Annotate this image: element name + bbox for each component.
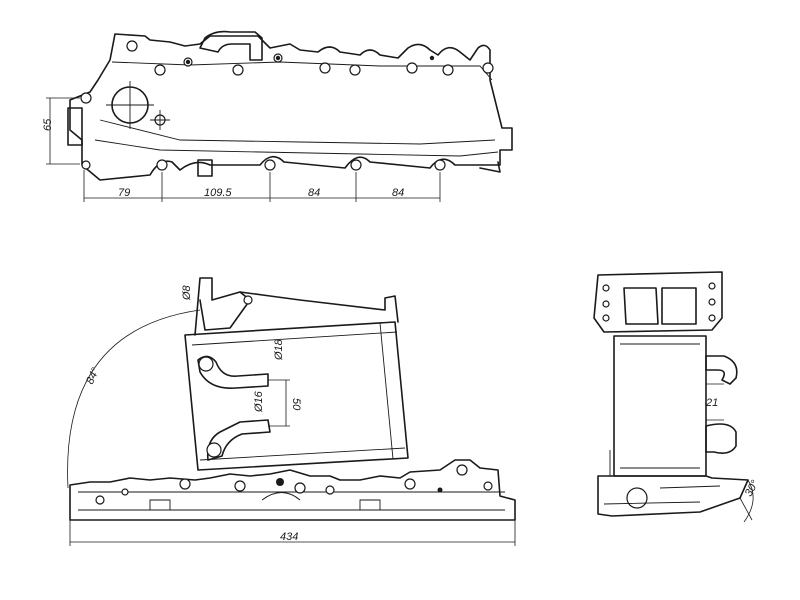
dim-label-84-a: 84 xyxy=(308,187,320,199)
side-view-base-port xyxy=(626,487,648,509)
side-view-pipe-upper xyxy=(705,355,738,385)
front-view-top-flange xyxy=(194,277,399,336)
front-view-base-details xyxy=(95,464,493,511)
front-view-bracket-hole xyxy=(243,295,253,305)
dim-label-dia-18: Ø18 xyxy=(273,338,285,361)
side-view-port-left xyxy=(623,287,659,325)
front-view-dimensions xyxy=(69,379,516,546)
top-view-small-port xyxy=(150,110,170,130)
dim-label-50: 50 xyxy=(290,398,302,411)
dim-label-dia-8: Ø8 xyxy=(181,284,193,301)
top-view-inner-line-mid xyxy=(99,119,496,145)
side-view-top-flange xyxy=(593,271,723,333)
side-view-body xyxy=(613,335,707,477)
front-view-top-bracket xyxy=(199,291,251,331)
top-view-right-tab xyxy=(479,161,501,173)
front-view-pipe-upper-port xyxy=(198,356,214,372)
side-view-pipe-lower xyxy=(705,423,737,454)
front-view-pipe-upper xyxy=(197,355,269,389)
dim-label-434: 434 xyxy=(280,531,298,543)
dim-label-30-deg: 30° xyxy=(743,478,762,499)
side-view-flange-holes xyxy=(602,282,716,322)
top-view-dimensions xyxy=(46,97,441,202)
top-view-pipe xyxy=(199,30,263,61)
dim-label-21: 21 xyxy=(705,397,718,409)
dim-label-65: 65 xyxy=(42,118,54,131)
dim-label-84-deg: 84° xyxy=(84,366,102,387)
top-view-large-port xyxy=(106,81,154,129)
front-view-base xyxy=(69,459,516,521)
side-view-base xyxy=(597,475,749,517)
front-view-arc-84 xyxy=(67,309,201,489)
top-view-inner-line-upper xyxy=(111,61,493,81)
side-view xyxy=(593,271,749,517)
dim-label-dia-16: Ø16 xyxy=(253,390,265,413)
front-view xyxy=(67,277,516,521)
top-view-bottom-fitting xyxy=(197,159,213,177)
front-view-cooler-body xyxy=(184,321,409,471)
front-view-pipe-lower-port xyxy=(206,442,222,458)
dim-label-84-b: 84 xyxy=(392,187,404,199)
side-view-dimensions xyxy=(706,383,754,523)
dim-label-79: 79 xyxy=(118,187,130,199)
top-view-left-flange xyxy=(67,107,83,146)
top-view-inner-line-lower xyxy=(94,139,499,157)
top-view-outline xyxy=(69,33,513,181)
top-view-bolt-lugs-top xyxy=(126,40,494,76)
front-view-cooler-inner xyxy=(191,322,406,461)
side-view-port-right xyxy=(661,287,697,325)
top-view-bolt-lugs-bottom xyxy=(80,92,446,171)
top-view xyxy=(67,30,513,181)
dim-label-109-5: 109.5 xyxy=(204,187,232,199)
front-view-base-inner xyxy=(78,491,505,511)
side-view-base-detail xyxy=(603,485,721,505)
side-view-body-inner xyxy=(620,343,700,469)
